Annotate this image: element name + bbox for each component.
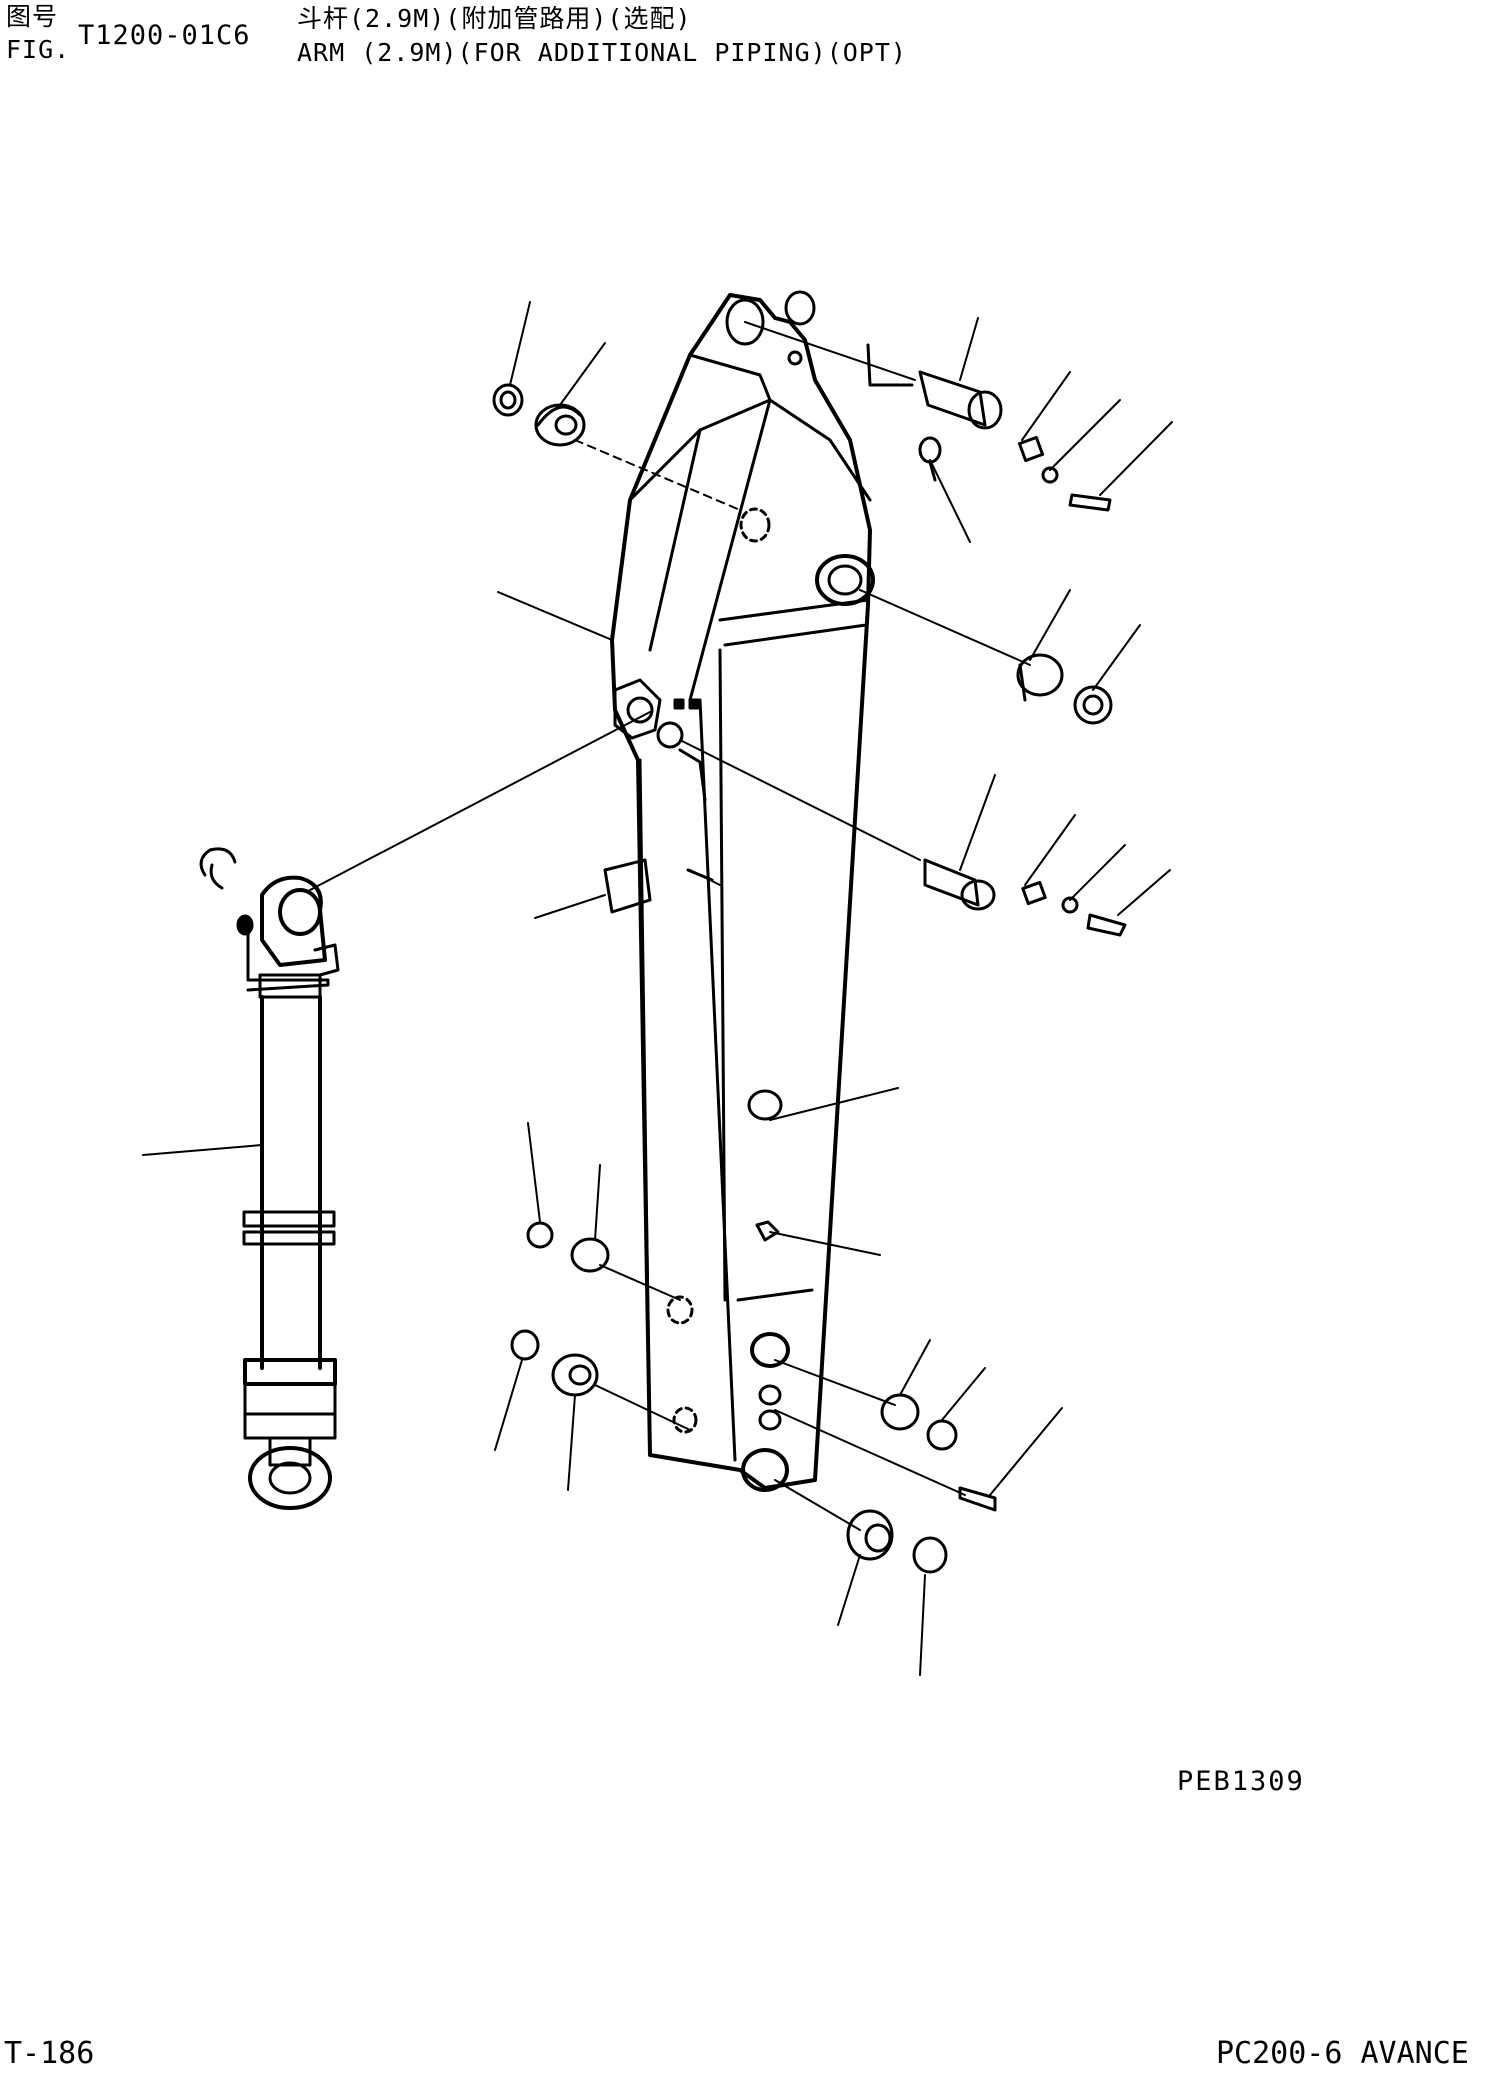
lower-left-bushings bbox=[510, 1221, 610, 1397]
figure-number: T1200-01C6 bbox=[78, 20, 251, 51]
title-en: ARM (2.9M)(FOR ADDITIONAL PIPING)(OPT) bbox=[297, 38, 907, 67]
callout-lines bbox=[142, 301, 1173, 1676]
page-number: T-186 bbox=[4, 2036, 95, 2071]
drawing-reference-code: PEB1309 bbox=[1177, 1766, 1305, 1797]
arm bbox=[603, 290, 875, 1492]
figure-label-en: FIG. bbox=[6, 35, 71, 64]
upper-pin-assembly bbox=[866, 343, 1112, 512]
middle-pin-assembly bbox=[923, 858, 1127, 937]
title-cn: 斗杆(2.9M)(附加管路用)(选配) bbox=[297, 4, 692, 33]
arm-cylinder bbox=[199, 847, 340, 1510]
machine-model: PC200-6 AVANCE bbox=[1216, 2036, 1469, 2071]
lower-right-parts bbox=[846, 1393, 997, 1574]
middle-bushings bbox=[1016, 653, 1113, 725]
upper-left-bushings bbox=[492, 383, 586, 447]
assembly-lines bbox=[309, 321, 1031, 1531]
figure-label-cn: 图号 bbox=[6, 2, 59, 31]
